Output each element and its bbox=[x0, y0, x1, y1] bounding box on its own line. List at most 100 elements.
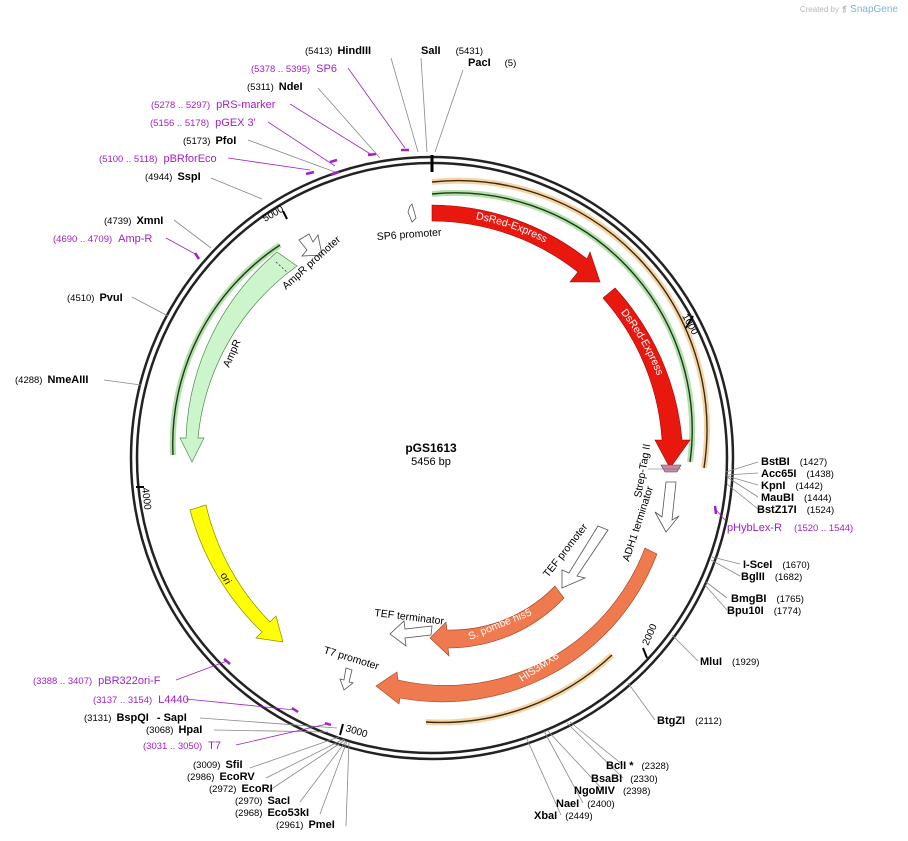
enzyme-name-btgzi: BtgZI bbox=[657, 715, 685, 727]
primer-pos-pbrforeco: (5100 .. 5118) bbox=[99, 154, 157, 165]
enzyme-name-xmni: XmnI bbox=[136, 215, 163, 227]
enzyme-name-paci: PacI bbox=[468, 57, 491, 69]
enzyme-name-mlui: MluI bbox=[700, 656, 722, 668]
primer-name-sp6: SP6 bbox=[316, 63, 337, 75]
primer-name-phyblex-r: pHybLex-R bbox=[727, 522, 782, 534]
enzyme-name-pfoi: PfoI bbox=[215, 135, 236, 147]
svg-text:PacI(5): PacI(5) bbox=[468, 57, 516, 69]
enzyme-pos-bstbi: (1427) bbox=[800, 457, 827, 468]
primer-pos-prs-marker: (5278 .. 5297) bbox=[151, 100, 210, 111]
enzyme-name-bstz17i: BstZ17I bbox=[757, 504, 797, 516]
primer-labels: (5378 .. 5395)SP6 (5278 .. 5297)pRS-mark… bbox=[33, 63, 853, 752]
leader-lines bbox=[103, 57, 759, 827]
ruler-ticks: 1000 2000 3000 4000 5000 bbox=[136, 204, 700, 741]
enzyme-pos-xmni: (4739) bbox=[104, 216, 131, 227]
svg-text:(3137 .. 3154)L4440: (3137 .. 3154)L4440 bbox=[93, 694, 189, 706]
enzyme-pos-sspi: (4944) bbox=[145, 172, 172, 183]
primer-name-l4440: L4440 bbox=[158, 694, 189, 706]
enzyme-pos-sali: (5431) bbox=[456, 46, 483, 57]
feature-t7-promoter[interactable]: T7 promoter bbox=[322, 644, 381, 691]
enzyme-pos-ndei: (5311) bbox=[247, 82, 274, 93]
svg-text:Acc65I(1438): Acc65I(1438) bbox=[761, 468, 834, 480]
svg-text:(5173)PfoI: (5173)PfoI bbox=[183, 135, 236, 147]
enzyme-name-bsabi: BsaBI bbox=[591, 773, 622, 785]
enzyme-name-ecori: EcoRI bbox=[241, 783, 272, 795]
feature-s-pombe-his5[interactable]: S. pombe his5 bbox=[429, 585, 565, 657]
enzyme-pos-btgzi: (2112) bbox=[695, 716, 722, 727]
svg-text:BstZ17I(1524): BstZ17I (1524) bbox=[757, 504, 834, 516]
enzyme-pos-kpni: (1442) bbox=[795, 481, 822, 492]
svg-text:I-SceI(1670): I-SceI(1670) bbox=[743, 559, 810, 571]
primer-name-pgex3: pGEX 3' bbox=[215, 117, 256, 129]
plasmid-length: 5456 bp bbox=[411, 456, 451, 468]
enzyme-pos-hindiii: (5413) bbox=[305, 46, 332, 57]
enzyme-pos-hpai: (3068) bbox=[146, 725, 173, 736]
svg-text:XbaI(2449): XbaI(2449) bbox=[534, 810, 593, 822]
primer-name-t7: T7 bbox=[208, 740, 221, 752]
enzyme-pos-bglii: (1682) bbox=[775, 572, 802, 583]
feature-tef-promoter[interactable]: TEF promoter bbox=[541, 521, 609, 589]
svg-text:BglII(1682): BglII(1682) bbox=[741, 571, 802, 583]
primer-pos-sp6: (5378 .. 5395) bbox=[251, 64, 310, 75]
svg-text:(2968)Eco53kI: (2968)Eco53kI bbox=[235, 807, 309, 819]
enzyme-name-ngomiv: NgoMIV bbox=[574, 785, 616, 797]
primer-pos-t7: (3031 .. 3050) bbox=[143, 741, 202, 752]
feature-label-tef-terminator: TEF terminator bbox=[374, 607, 445, 628]
tick-label-2000: 2000 bbox=[641, 622, 660, 647]
enzyme-name-sali: SalI bbox=[421, 45, 441, 57]
enzyme-name-ndei: NdeI bbox=[279, 81, 303, 93]
primer-pos-pgex3: (5156 .. 5178) bbox=[150, 118, 209, 129]
enzyme-name-hpai: HpaI bbox=[178, 724, 202, 736]
enzyme-pos-acc65i: (1438) bbox=[806, 469, 833, 480]
enzyme-name-sfii: SfiI bbox=[225, 759, 242, 771]
enzyme-name-kpni: KpnI bbox=[761, 480, 785, 492]
enzyme-pos-bstz17i: (1524) bbox=[807, 505, 834, 516]
enzyme-name-maubi: MauBI bbox=[761, 492, 794, 504]
svg-text:Bpu10I(1774): Bpu10I(1774) bbox=[727, 605, 801, 617]
enzyme-name-ecorv: EcoRV bbox=[219, 771, 255, 783]
tick-label-4000: 4000 bbox=[139, 487, 153, 511]
svg-text:KpnI(1442): KpnI (1442) bbox=[761, 480, 823, 492]
enzyme-name-bstbi: BstBI bbox=[761, 456, 790, 468]
enzyme-name-bcli: BclI * bbox=[606, 760, 634, 772]
enzyme-name-pmei: PmeI bbox=[308, 819, 334, 831]
credit-prefix: Created by bbox=[799, 5, 839, 14]
enzyme-name-naei: NaeI bbox=[556, 798, 579, 810]
enzyme-pos-maubi: (1444) bbox=[804, 493, 831, 504]
credit-brand: SnapGene bbox=[850, 4, 898, 15]
primer-pos-phyblex-r: (1520 .. 1544) bbox=[794, 523, 853, 534]
svg-text:(3388 .. 3407)pBR322ori-F: (3388 .. 3407)pBR322ori-F bbox=[33, 675, 161, 687]
svg-text:(4510)PvuI: (4510)PvuI bbox=[67, 292, 123, 304]
enzyme-name-bspqi: BspQI bbox=[116, 712, 148, 724]
enzyme-pos-saci: (2970) bbox=[235, 796, 262, 807]
feature-sp6-promoter[interactable]: SP6 promoter bbox=[376, 203, 442, 243]
enzyme-pos-pmei: (2961) bbox=[276, 820, 303, 831]
enzyme-pos-bmgbi: (1765) bbox=[776, 594, 803, 605]
enzyme-name-nmeaiii: NmeAIII bbox=[47, 374, 88, 386]
svg-text:(2972)EcoRI: (2972) EcoRI bbox=[209, 783, 273, 795]
feature-label-dsred-b: DsRed-Express bbox=[618, 307, 665, 377]
feature-ori[interactable]: ori bbox=[189, 504, 284, 643]
enzyme-pos-ecori: (2972) bbox=[209, 784, 236, 795]
enzyme-pos-ecorv: (2986) bbox=[187, 772, 214, 783]
svg-text:pHybLex-R(1520 .. 1544): pHybLex-R (1520 .. 1544) bbox=[727, 522, 853, 534]
enzyme-pos-i-scei: (1670) bbox=[782, 560, 809, 571]
orf-bands bbox=[169, 177, 710, 726]
svg-text:(5378 .. 5395)SP6: (5378 .. 5395) SP6 bbox=[251, 63, 337, 75]
svg-text:NaeI(2400): NaeI(2400) bbox=[556, 798, 615, 810]
feature-dsred-a[interactable]: DsRed-Express bbox=[431, 204, 601, 283]
plasmid-name: pGS1613 bbox=[405, 441, 457, 455]
feature-label-sp6-promoter: SP6 promoter bbox=[376, 226, 442, 243]
enzyme-name-saci: SacI bbox=[267, 795, 290, 807]
enzyme-pos-pvui: (4510) bbox=[67, 293, 94, 304]
snapgene-logo-icon: ❡ bbox=[841, 5, 848, 14]
tick-label-3000: 3000 bbox=[344, 723, 369, 740]
svg-text:(4288)NmeAIII: (4288)NmeAIII bbox=[15, 374, 88, 386]
svg-text:BclI *(2328): BclI *(2328) bbox=[606, 760, 669, 772]
enzyme-pos-bspqi: (3131) bbox=[84, 713, 111, 724]
svg-text:(5311)NdeI: (5311) NdeI bbox=[247, 81, 303, 93]
svg-text:(4690 .. 4709)Amp-R: (4690 .. 4709)Amp-R bbox=[53, 233, 152, 245]
enzyme-name-bpu10i: Bpu10I bbox=[727, 605, 764, 617]
enzyme-pos-eco53ki: (2968) bbox=[235, 808, 262, 819]
